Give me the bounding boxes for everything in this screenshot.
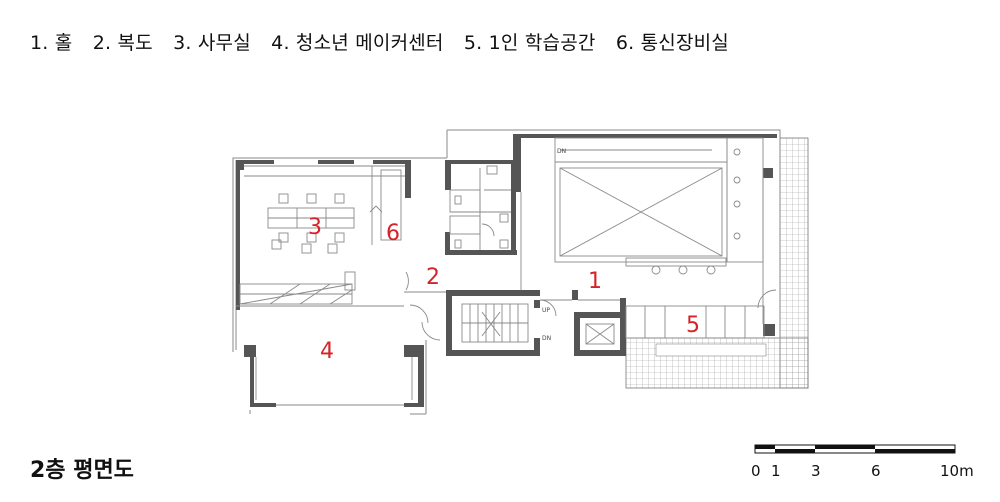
room-number-hall: 1 <box>588 269 602 294</box>
room-number-study-space: 5 <box>686 313 700 338</box>
scale-tick-1: 1 <box>771 462 781 480</box>
terrace-area <box>625 137 809 389</box>
scale-bar: 0 1 3 6 10m <box>751 444 974 480</box>
plan-title: 2층 평면도 <box>30 458 134 483</box>
room-number-maker-center: 4 <box>320 339 334 364</box>
stair-down-label: DN <box>542 335 551 342</box>
room-legend: 1. 홀 2. 복도 3. 사무실 4. 청소년 메이커센터 5. 1인 학습공… <box>30 28 743 55</box>
legend-item-hall: 1. 홀 <box>30 32 73 54</box>
scale-tick-6: 6 <box>871 462 881 480</box>
interior-lines <box>236 137 777 400</box>
legend-item-study-space: 5. 1인 학습공간 <box>463 32 596 54</box>
walls <box>236 134 777 407</box>
legend-item-maker-center: 4. 청소년 메이커센터 <box>271 32 444 54</box>
room-number-telecom-room: 6 <box>386 221 400 246</box>
legend-item-corridor: 2. 복도 <box>92 32 153 54</box>
scale-tick-0: 0 <box>751 462 761 480</box>
scale-tick-10m: 10m <box>940 462 974 480</box>
stair-up-label: UP <box>542 307 550 314</box>
legend-item-office: 3. 사무실 <box>173 32 251 54</box>
hall-stair-label: DN <box>557 148 566 155</box>
legend-item-telecom-room: 6. 통신장비실 <box>615 32 729 54</box>
scale-tick-3: 3 <box>811 462 821 480</box>
room-number-office: 3 <box>308 215 322 240</box>
room-number-corridor: 2 <box>426 265 440 290</box>
